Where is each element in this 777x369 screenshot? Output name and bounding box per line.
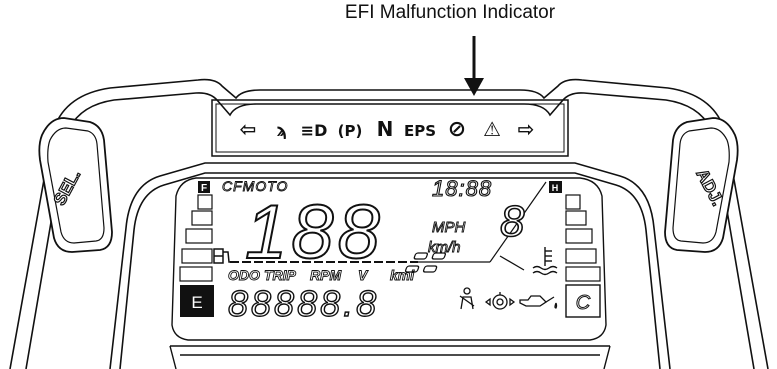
temperature-bar-segment	[565, 228, 593, 244]
temperature-bar-segment	[565, 210, 587, 226]
temperature-hot-label: H	[552, 183, 559, 193]
oil-can-icon	[519, 295, 558, 309]
lcd-dividers	[230, 181, 547, 263]
clock-display: 18:88	[432, 176, 492, 201]
temperature-cold-label: C	[576, 292, 591, 314]
kmi-label: kmi	[390, 267, 415, 283]
fuel-full-label: F	[201, 183, 207, 194]
indicator-row: ⇦ ϡ ≡D (P) N EPS ⊘ ⚠ ⇨	[240, 117, 535, 142]
oil-pressure-light-icon	[484, 292, 516, 310]
callout-arrow	[464, 36, 484, 96]
temperature-gauge: H C	[532, 181, 601, 318]
temperature-bars	[565, 194, 601, 282]
high-beam-icon: ≡D	[301, 121, 328, 140]
sel-button[interactable]: SEL.	[38, 117, 113, 253]
fuel-gauge: E F	[179, 181, 231, 317]
left-turn-icon: ⇦	[240, 117, 257, 141]
odo-label: ODO	[228, 267, 260, 283]
warning-icon: ⚠	[483, 117, 501, 141]
fuel-bar-segment	[181, 248, 213, 264]
efi-callout-label: EFI Malfunction Indicator	[344, 2, 556, 23]
adj-button[interactable]: ADJ.	[664, 117, 739, 253]
drive-mode-icon	[404, 252, 525, 273]
eps-icon: EPS	[404, 122, 436, 140]
fuel-bar-segment	[179, 266, 213, 282]
lcd-screen	[171, 177, 607, 341]
indicator-panel	[211, 99, 569, 157]
trip-label: TRIP	[264, 267, 297, 283]
temperature-bar-segment	[565, 266, 601, 282]
gear-display: 8	[500, 197, 525, 246]
coolant-temp-icon	[532, 247, 558, 276]
speed-unit-mph: MPH	[432, 219, 466, 236]
lower-bezel	[169, 345, 611, 369]
brand-logo: CFMOTO	[222, 178, 288, 194]
fuel-empty-label: E	[191, 293, 202, 312]
temperature-bar-segment	[565, 194, 581, 210]
seatbelt-icon	[459, 287, 475, 310]
speed-unit-kmh: km/h	[428, 239, 461, 256]
position-light-icon: ϡ	[277, 121, 288, 141]
odometer-display: 88888.8	[228, 283, 379, 324]
odometer-labels: ODO TRIP RPM V kmi	[228, 267, 416, 284]
fuel-empty-segment	[180, 285, 214, 317]
temperature-bar-segment	[565, 248, 597, 264]
fuel-bar-segment	[185, 228, 213, 244]
efi-malfunction-icon: ⊘	[448, 117, 466, 142]
rpm-label: RPM	[310, 267, 341, 283]
fuel-bar-segment	[191, 210, 213, 226]
fuel-bar-segment	[197, 194, 213, 210]
volt-label: V	[358, 267, 369, 283]
fuel-pump-icon	[213, 248, 231, 264]
fuel-bars	[179, 194, 213, 282]
parking-brake-icon: (P)	[338, 122, 363, 140]
neutral-icon: N	[377, 117, 394, 141]
right-turn-icon: ⇨	[518, 117, 535, 141]
